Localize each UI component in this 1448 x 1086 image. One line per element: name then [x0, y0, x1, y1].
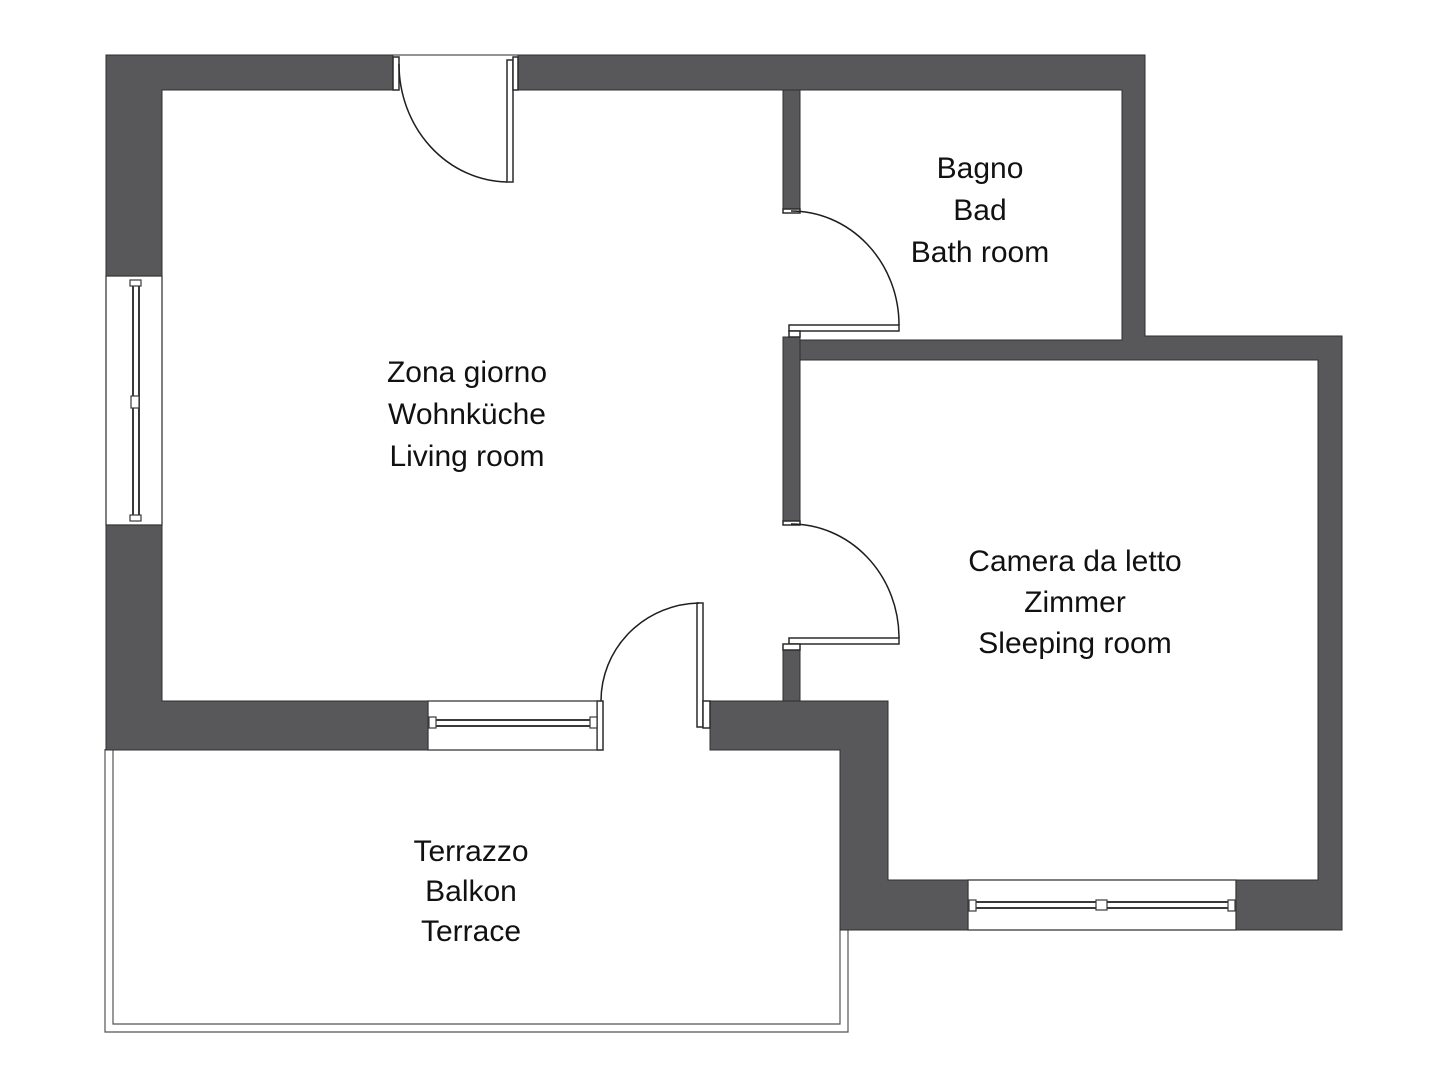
bedroom-name-en: Sleeping room [978, 627, 1172, 660]
interior-walls [782, 89, 801, 702]
top-wall [517, 54, 1343, 931]
bedroom-name-de: Zimmer [1024, 586, 1126, 619]
bathroom-name-en: Bath room [910, 236, 1050, 269]
living-room-name-en: Living room [389, 440, 545, 473]
terrace-label: Terrazzo Balkon Terrace [413, 832, 528, 952]
bathroom-name-de: Bad [953, 194, 1007, 227]
bedroom-label: Camera da letto Zimmer Sleeping room [968, 541, 1181, 664]
bedroom-door [782, 520, 900, 651]
terrace-door [596, 602, 711, 751]
living-room-window [105, 275, 163, 526]
terrace-name-de: Balkon [425, 875, 517, 908]
terrace-name-en: Terrace [420, 915, 522, 948]
entrance-door [392, 54, 519, 183]
living-room-wall [105, 54, 394, 277]
bathroom-door [782, 208, 900, 338]
bedroom-wall [709, 700, 969, 931]
exterior-walls [105, 54, 1343, 931]
terrace-name-it: Terrazzo [413, 835, 529, 868]
living-room-label: Zona giorno Wohnküche Living room [387, 352, 547, 478]
bathroom-name-it: Bagno [936, 152, 1024, 185]
living-room-name-de: Wohnküche [388, 398, 546, 431]
living-room-south-window [427, 700, 598, 751]
bedroom-window [967, 879, 1237, 931]
living-room-name-it: Zona giorno [386, 356, 548, 389]
bedroom-name-it: Camera da letto [968, 545, 1182, 578]
bathroom-label: Bagno Bad Bath room [911, 148, 1049, 274]
terrace-outline [104, 749, 849, 1033]
